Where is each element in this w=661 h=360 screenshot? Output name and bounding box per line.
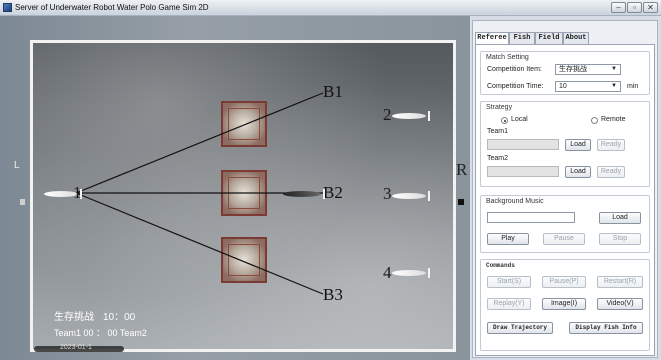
- control-panel: Referee Fish Field About Match Setting C…: [472, 20, 658, 358]
- obstacle-b1: [221, 101, 267, 147]
- commands-title: Commands: [485, 262, 516, 269]
- tab-fish[interactable]: Fish: [509, 32, 535, 44]
- close-button[interactable]: ✕: [643, 2, 658, 13]
- team2-load-button[interactable]: Load: [565, 166, 591, 178]
- video-button[interactable]: Video(V): [597, 298, 643, 310]
- music-pause-button[interactable]: Pause: [543, 233, 585, 245]
- tab-field[interactable]: Field: [535, 32, 563, 44]
- competition-item-value: 生存挑战: [559, 66, 587, 73]
- time-unit-label: min: [627, 83, 639, 90]
- fish-robot-4: [392, 268, 430, 278]
- match-setting-title: Match Setting: [485, 54, 530, 61]
- chevron-down-icon: ▼: [611, 83, 617, 89]
- competition-item-select[interactable]: 生存挑战 ▼: [555, 64, 621, 75]
- background-music-group: Background Music Load Play Pause Stop: [480, 195, 650, 253]
- strategy-group: Strategy Local Remote Team1 Load Ready T…: [480, 101, 650, 187]
- tab-referee[interactable]: Referee: [475, 32, 509, 45]
- title-bar: Server of Underwater Robot Water Polo Ga…: [0, 0, 661, 16]
- music-load-button[interactable]: Load: [599, 212, 641, 224]
- fish-number-4: 4: [383, 263, 392, 282]
- image-button[interactable]: Image(I): [542, 298, 586, 310]
- fish-number-3: 3: [383, 184, 392, 203]
- competition-time-label: Competition Time:: [487, 83, 544, 90]
- remote-label: Remote: [601, 116, 626, 123]
- ball-fish: [283, 189, 325, 199]
- minimize-button[interactable]: –: [611, 2, 626, 13]
- right-goal-marker: [458, 199, 464, 205]
- competition-item-label: Competition Item:: [487, 66, 542, 73]
- remote-radio[interactable]: [591, 117, 598, 124]
- left-goal-marker: [20, 199, 25, 205]
- team1-strategy-field[interactable]: [487, 139, 559, 150]
- obstacle-b2: [221, 170, 267, 216]
- music-stop-button[interactable]: Stop: [599, 233, 641, 245]
- local-radio[interactable]: [501, 117, 508, 124]
- obstacle-b3: [221, 237, 267, 283]
- commands-group: Commands Start(S) Pause(P) Restart(R) Re…: [480, 259, 650, 351]
- music-file-field[interactable]: [487, 212, 575, 223]
- competition-time-value: 10: [559, 83, 567, 90]
- bottom-indicator: [34, 346, 124, 352]
- team2-label: Team2: [487, 155, 509, 162]
- bottom-indicator-text: 2023-01-1: [60, 344, 92, 351]
- strategy-title: Strategy: [485, 104, 514, 111]
- side-left-label: L: [14, 160, 20, 171]
- pause-button[interactable]: Pause(P): [542, 276, 586, 288]
- competition-time-select[interactable]: 10 ▼: [555, 81, 621, 92]
- competition-mode-display: 生存挑战: [54, 312, 94, 323]
- background-music-title: Background Music: [485, 198, 545, 205]
- local-label: Local: [511, 116, 528, 123]
- start-button[interactable]: Start(S): [487, 276, 531, 288]
- tab-about[interactable]: About: [563, 32, 589, 44]
- fish-robot-2: [392, 111, 430, 121]
- referee-tab-content: Match Setting Competition Item: 生存挑战 ▼ C…: [475, 44, 655, 356]
- display-fish-info-button[interactable]: Display Fish Info: [569, 322, 643, 334]
- label-b1: B1: [323, 82, 343, 101]
- score-display: Team1 00 ： 00 Team2: [54, 328, 147, 338]
- fish-robot-3: [392, 191, 430, 201]
- music-play-button[interactable]: Play: [487, 233, 529, 245]
- chevron-down-icon: ▼: [611, 66, 617, 72]
- timer-display: 10：00: [103, 312, 136, 323]
- draw-trajectory-button[interactable]: Draw Trajectory: [487, 322, 553, 334]
- fish-robot-1: [44, 189, 82, 199]
- app-icon: [3, 3, 12, 12]
- side-right-label: R: [456, 160, 468, 179]
- team1-label: Team1: [487, 128, 509, 135]
- team1-ready-button[interactable]: Ready: [597, 139, 625, 151]
- restart-button[interactable]: Restart(R): [597, 276, 643, 288]
- team1-load-button[interactable]: Load: [565, 139, 591, 151]
- fish-number-2: 2: [383, 105, 392, 124]
- maximize-button[interactable]: ▫: [627, 2, 642, 13]
- replay-button[interactable]: Replay(Y): [487, 298, 531, 310]
- label-b3: B3: [323, 285, 343, 304]
- team2-strategy-field[interactable]: [487, 166, 559, 177]
- team2-ready-button[interactable]: Ready: [597, 166, 625, 178]
- label-b2: B2: [323, 183, 343, 202]
- window-title: Server of Underwater Robot Water Polo Ga…: [15, 3, 209, 12]
- match-setting-group: Match Setting Competition Item: 生存挑战 ▼ C…: [480, 51, 650, 95]
- fish-number-1: 1: [73, 183, 82, 202]
